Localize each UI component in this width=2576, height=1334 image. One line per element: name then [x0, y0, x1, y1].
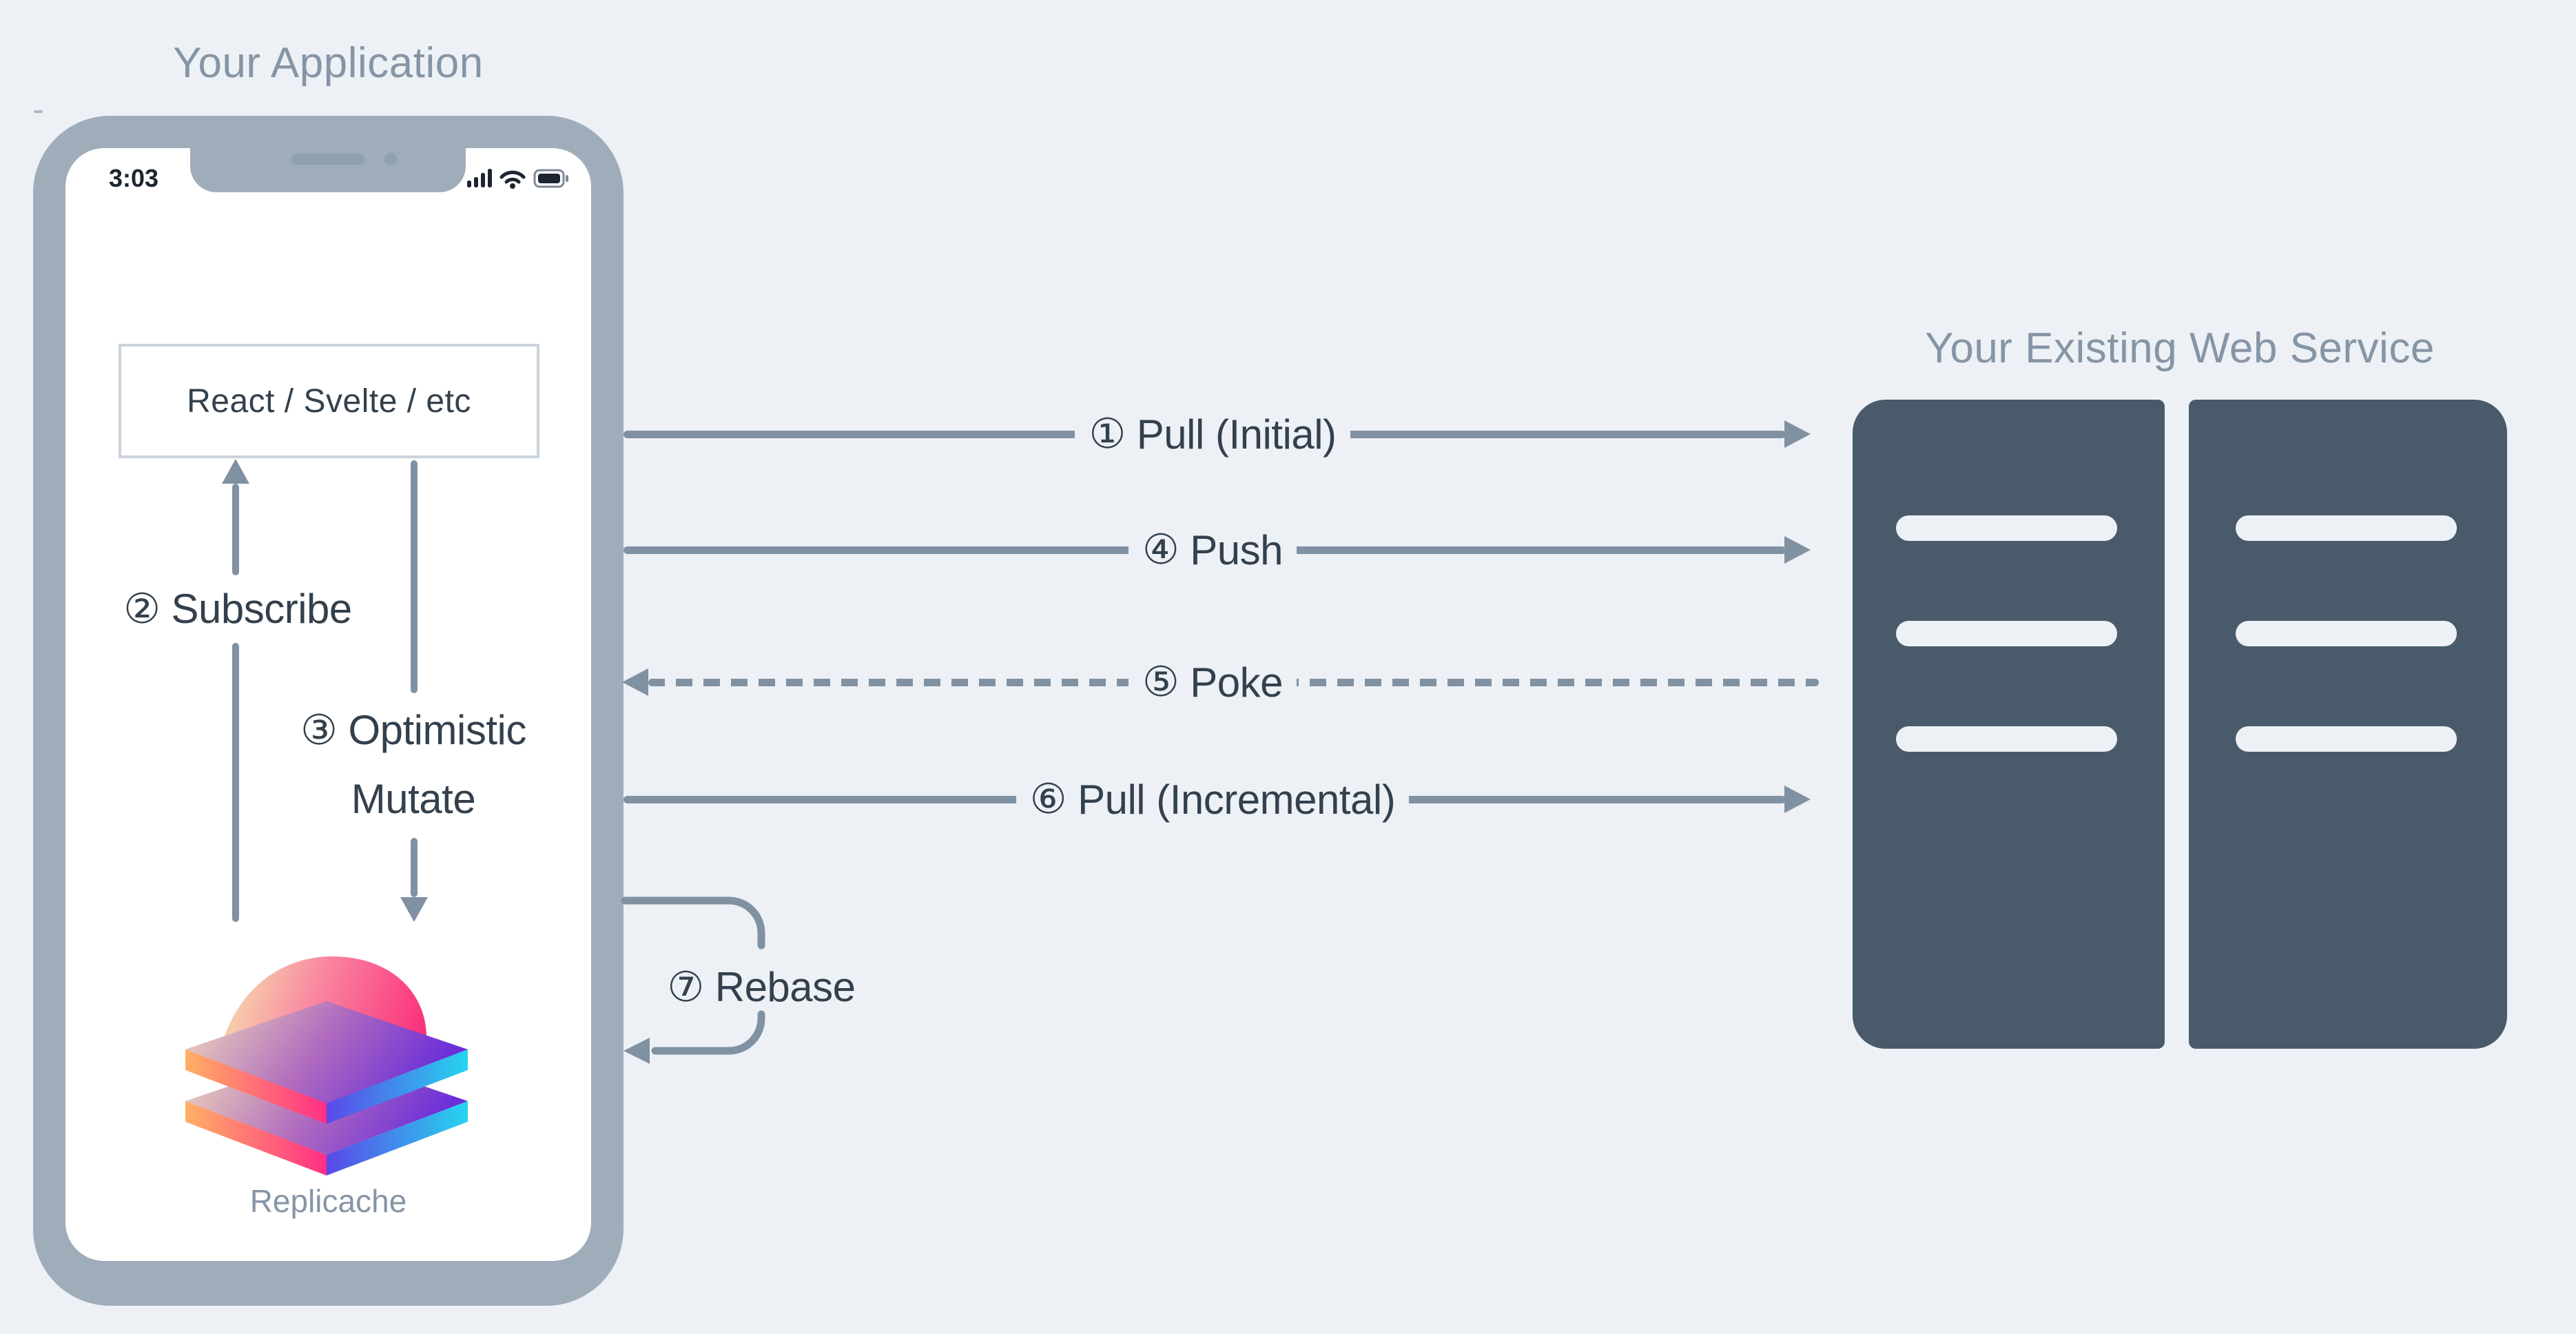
mutate-line-top: [411, 460, 418, 693]
app-title: Your Application: [173, 39, 484, 87]
stray-dash: [34, 110, 43, 113]
flow-text: Push: [1190, 526, 1284, 573]
server-slot: [1896, 515, 2117, 541]
flow-text-line2: Mutate: [351, 776, 476, 822]
web-service-title: Your Existing Web Service: [1925, 325, 2435, 372]
flow-number: ⑦: [667, 964, 704, 1010]
mutate-line-bottom: [411, 838, 418, 897]
server-slot: [2236, 621, 2457, 646]
wifi-icon: [499, 170, 526, 189]
push-arrowhead-icon: [1784, 536, 1811, 564]
subscribe-arrowhead-icon: [222, 459, 249, 484]
flow-number: ②: [123, 586, 161, 632]
flow-text: Poke: [1190, 659, 1284, 706]
flow-text: Subscribe: [171, 586, 352, 632]
battery-icon: [533, 169, 568, 188]
subscribe-line-bottom: [232, 643, 239, 922]
flow-number: ④: [1142, 526, 1179, 573]
mutate-arrowhead-icon: [400, 897, 428, 922]
ui-framework-box: React / Svelte / etc: [119, 344, 539, 458]
poke-arrowhead-icon: [622, 668, 648, 696]
pull-incremental-arrowhead-icon: [1784, 786, 1811, 813]
flow-number: ⑥: [1029, 776, 1067, 822]
server-slot: [1896, 726, 2117, 752]
rebase-arrowhead-icon: [624, 1038, 650, 1064]
phone-notch: [190, 148, 466, 192]
server-slot: [2236, 515, 2457, 541]
server-slot: [2236, 726, 2457, 752]
replicache-label: Replicache: [249, 1183, 407, 1219]
camera-icon: [384, 153, 397, 165]
speaker-icon: [291, 154, 364, 165]
status-time: 3:03: [108, 164, 159, 192]
flow-text: Pull (Incremental): [1078, 776, 1396, 823]
server-slot: [1896, 621, 2117, 646]
flow-number: ⑤: [1142, 659, 1179, 705]
flow-text: Rebase: [714, 964, 856, 1010]
replicache-logo: [185, 956, 468, 1176]
ui-framework-label: React / Svelte / etc: [187, 382, 471, 420]
server-rack: [1853, 400, 2165, 1049]
flow-number: ③: [300, 707, 338, 753]
status-icons: [467, 169, 568, 189]
signal-icon: [467, 169, 492, 187]
pull-initial-arrowhead-icon: [1784, 420, 1811, 448]
flow-text: Pull (Initial): [1136, 411, 1337, 458]
phone-mockup: 3:03: [33, 116, 624, 1306]
server-rack: [2189, 400, 2507, 1049]
rebase-loop-arrow: [621, 896, 765, 1064]
subscribe-line-top: [232, 484, 239, 575]
flow-number: ①: [1089, 411, 1126, 457]
